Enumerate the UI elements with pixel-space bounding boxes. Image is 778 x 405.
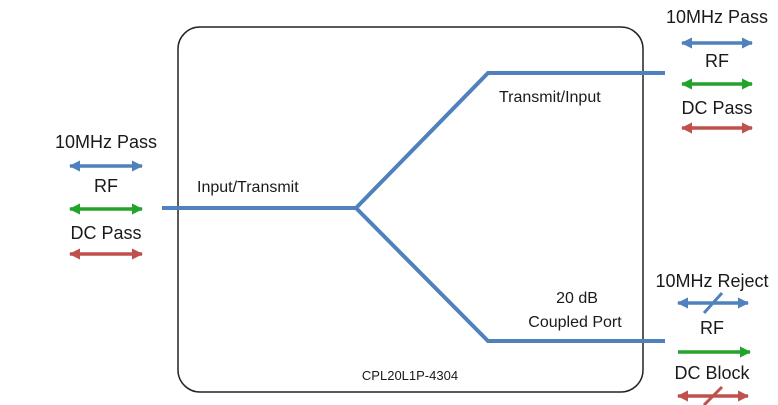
input-port-label: Input/Transmit: [197, 179, 299, 196]
bottom-right-10mhz-label: 10MHz Reject: [655, 271, 768, 291]
top-right-port-legend: 10MHz Pass RF DC Pass: [666, 7, 768, 134]
bottom-right-port-legend: 10MHz Reject RF DC Block: [655, 271, 769, 405]
coupled-line: [354, 206, 665, 343]
bottom-right-rf-label: RF: [700, 318, 724, 338]
top-right-10mhz-label: 10MHz Pass: [666, 7, 768, 27]
left-rf-label: RF: [94, 176, 118, 196]
bottom-right-10mhz-reject-slash: [702, 291, 724, 315]
output-port-label: Transmit/Input: [499, 89, 601, 106]
coupled-port-label: Coupled Port: [528, 314, 622, 331]
left-dc-label: DC Pass: [70, 223, 141, 243]
top-right-dc-label: DC Pass: [681, 98, 752, 118]
left-10mhz-label: 10MHz Pass: [55, 132, 157, 152]
through-line: [354, 71, 665, 210]
part-number: CPL20L1P-4304: [362, 368, 458, 383]
signal-path: [162, 71, 665, 343]
left-port-legend: 10MHz Pass RF DC Pass: [55, 132, 157, 260]
bottom-right-dc-label: DC Block: [674, 363, 750, 383]
top-right-rf-label: RF: [705, 51, 729, 71]
coupled-port-value: 20 dB: [556, 290, 598, 307]
bottom-right-dc-block-slash: [702, 385, 724, 405]
